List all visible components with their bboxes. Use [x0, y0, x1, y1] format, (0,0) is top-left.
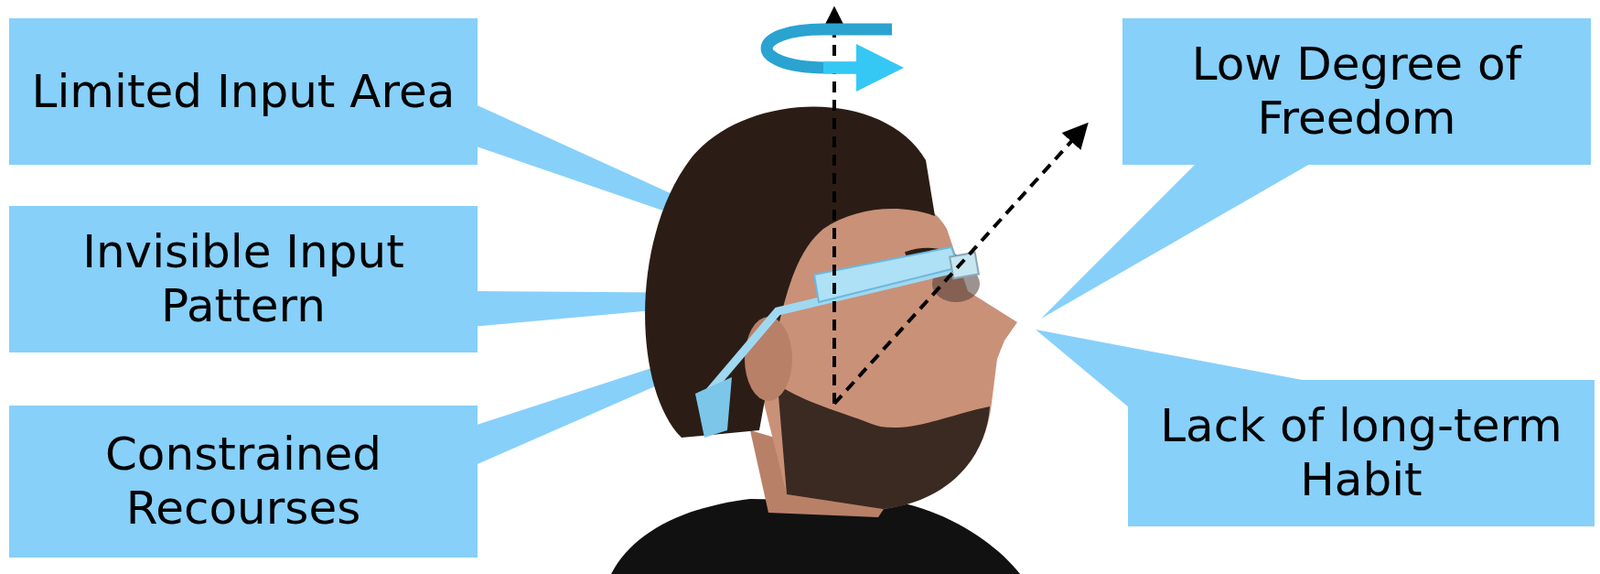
- callout-text: Invisible Input Pattern: [23, 225, 463, 333]
- callout-box: Limited Input Area: [9, 18, 478, 165]
- callout-text: Constrained Recourses: [23, 427, 463, 536]
- forward-axis-arrow: [834, 126, 1085, 404]
- callout-text: Low Degree of Freedom: [1137, 37, 1577, 146]
- callout-pointer: [1041, 160, 1317, 319]
- ear: [744, 316, 793, 401]
- beard: [777, 384, 990, 509]
- rotation-arrow: [766, 29, 892, 68]
- glass-battery: [695, 376, 732, 438]
- glass-prism: [949, 252, 979, 279]
- callout-box: Lack of long-term Habit: [1127, 379, 1595, 527]
- rotation-arrow-head: [823, 62, 881, 75]
- callout-box: Invisible Input Pattern: [9, 205, 478, 353]
- callout-text: Lack of long-term Habit: [1142, 398, 1580, 507]
- callout-box: Constrained Recourses: [9, 405, 478, 558]
- callout-box: Low Degree of Freedom: [1122, 18, 1591, 165]
- callout-text: Limited Input Area: [32, 64, 456, 119]
